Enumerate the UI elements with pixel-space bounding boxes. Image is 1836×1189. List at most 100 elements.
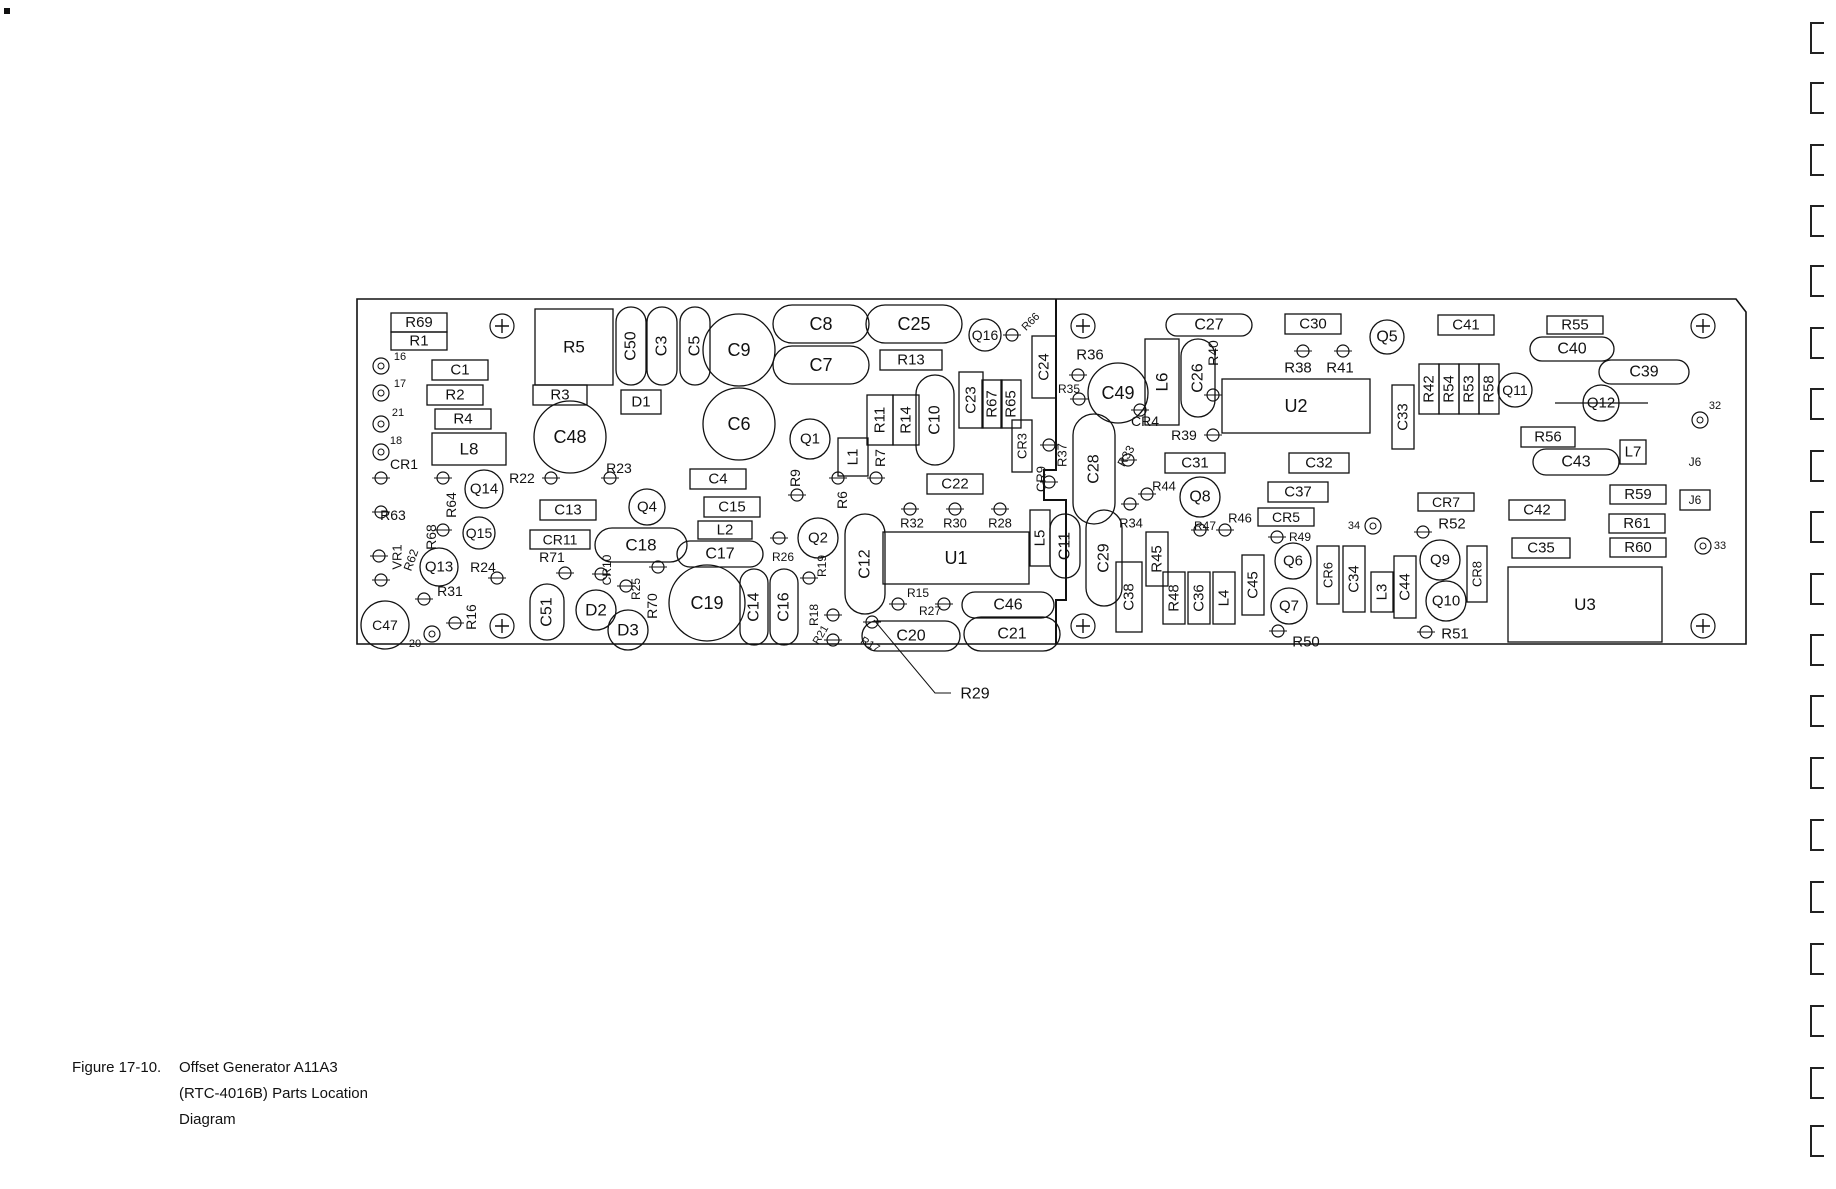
component-label-r7: R7 (872, 449, 888, 467)
mounting-hole-4 (489, 613, 515, 639)
component-label-d3: D3 (617, 621, 639, 640)
mounting-hole-cross-2 (1076, 319, 1090, 333)
component-label-r49: R49 (1289, 530, 1311, 544)
component-label-c20: C20 (896, 628, 925, 645)
component-label-32: 32 (1709, 400, 1721, 412)
board-edge (356, 298, 1747, 645)
component-label-c7: C7 (809, 355, 832, 375)
component-label-r54: R54 (1441, 375, 1458, 403)
component-body-c19 (668, 564, 746, 642)
component-body-c7 (772, 345, 870, 385)
component-label-c22: C22 (941, 476, 969, 493)
component-body-c6 (702, 387, 776, 461)
component-label-c29: C29 (1096, 543, 1113, 572)
component-body-c45 (1241, 554, 1265, 616)
component-label-c46: C46 (993, 597, 1022, 614)
component-label-r68: R68 (423, 524, 439, 550)
component-body-r60 (1609, 537, 1667, 558)
component-label-r66: R66 (1020, 311, 1043, 334)
component-body-r55 (1546, 315, 1604, 335)
component-body-q5 (1369, 319, 1405, 355)
component-label-vr1: VR1 (390, 544, 405, 569)
component-body-c36 (1187, 571, 1211, 625)
index-tab-6 (1810, 327, 1824, 359)
component-label-cr4: CR4 (1131, 413, 1159, 429)
component-label-c45: C45 (1245, 571, 1262, 599)
component-body-c50 (615, 306, 647, 386)
component-label-r18: R18 (807, 604, 821, 626)
component-body-r4 (434, 408, 492, 430)
component-label-l2: L2 (717, 522, 734, 539)
index-tab-12 (1810, 695, 1824, 727)
component-label-c13: C13 (554, 502, 582, 519)
component-label-r53: R53 (1461, 375, 1478, 403)
figure-label: Figure 17-10. (72, 1059, 162, 1076)
component-label-r3: R3 (550, 387, 569, 404)
index-tab-17 (1810, 1005, 1824, 1037)
component-body-c38 (1115, 561, 1143, 633)
index-tab-8 (1810, 450, 1824, 482)
component-body-c9 (702, 313, 776, 387)
component-body-c46 (961, 591, 1055, 619)
component-body-q14 (464, 469, 504, 509)
component-label-r2: R2 (445, 387, 464, 404)
component-body-q8 (1179, 476, 1221, 518)
test-point-18 (372, 443, 390, 461)
component-body-d1 (620, 389, 662, 415)
component-label-r64: R64 (443, 492, 459, 518)
component-label-q2: Q2 (808, 530, 828, 547)
component-label-c36: C36 (1191, 584, 1208, 612)
component-label-q15: Q15 (466, 525, 493, 541)
component-body-cr8 (1466, 545, 1488, 603)
component-body-u2 (1221, 378, 1371, 434)
component-body-cr11 (529, 529, 591, 550)
component-label-c50: C50 (623, 331, 640, 360)
component-label-34: 34 (1348, 520, 1360, 532)
mounting-hole-cross-6 (1696, 619, 1710, 633)
component-body-r3 (532, 384, 588, 406)
component-body-c39 (1598, 359, 1690, 385)
component-label-q11: Q11 (1502, 382, 1528, 398)
mounting-hole-5 (1070, 613, 1096, 639)
component-label-r34: R34 (1119, 516, 1143, 531)
index-tab-14 (1810, 819, 1824, 851)
component-body-u3 (1507, 566, 1663, 643)
index-tab-7 (1810, 388, 1824, 420)
component-label-q16: Q16 (972, 327, 999, 343)
component-label-c8: C8 (809, 314, 832, 334)
component-label-q9: Q9 (1430, 552, 1450, 569)
component-label-cr11: CR11 (543, 532, 578, 548)
component-body-c44 (1393, 555, 1417, 619)
component-label-r65: R65 (1003, 390, 1020, 418)
caption-line-2: (RTC-4016B) Parts Location (179, 1085, 368, 1102)
component-label-c51: C51 (539, 597, 556, 626)
component-label-c47: C47 (372, 617, 398, 633)
caption-line-1: Offset Generator A11A3 (179, 1059, 338, 1076)
component-label-17: 17 (394, 378, 406, 390)
r29-leader (873, 619, 951, 694)
component-label-r69: R69 (405, 314, 433, 331)
component-label-l7: L7 (1625, 444, 1642, 461)
component-label-l1: L1 (845, 449, 862, 466)
test-point-center-21 (377, 420, 385, 428)
figure-caption: Offset Generator A11A3 (RTC-4016B) Parts… (179, 1055, 368, 1133)
component-body-r48 (1162, 571, 1186, 625)
component-label-j6: J6 (1689, 455, 1702, 469)
component-label-c11: C11 (1057, 532, 1074, 560)
component-label-r46: R46 (1228, 511, 1252, 526)
component-label-r31: R31 (437, 583, 463, 599)
component-label-c24: C24 (1036, 353, 1053, 381)
component-body-q1 (789, 418, 831, 460)
test-point-center-20 (428, 630, 436, 638)
component-body-c41 (1437, 314, 1495, 336)
component-label-r25: R25 (629, 578, 643, 600)
test-point-center-34 (1369, 522, 1377, 530)
component-body-c51 (529, 583, 565, 641)
index-tab-2 (1810, 82, 1824, 114)
component-body-c4 (689, 468, 747, 490)
test-point-center-17 (377, 389, 385, 397)
component-body-c48 (533, 400, 607, 474)
component-label-c38: C38 (1121, 583, 1138, 611)
mounting-hole-1 (489, 313, 515, 339)
